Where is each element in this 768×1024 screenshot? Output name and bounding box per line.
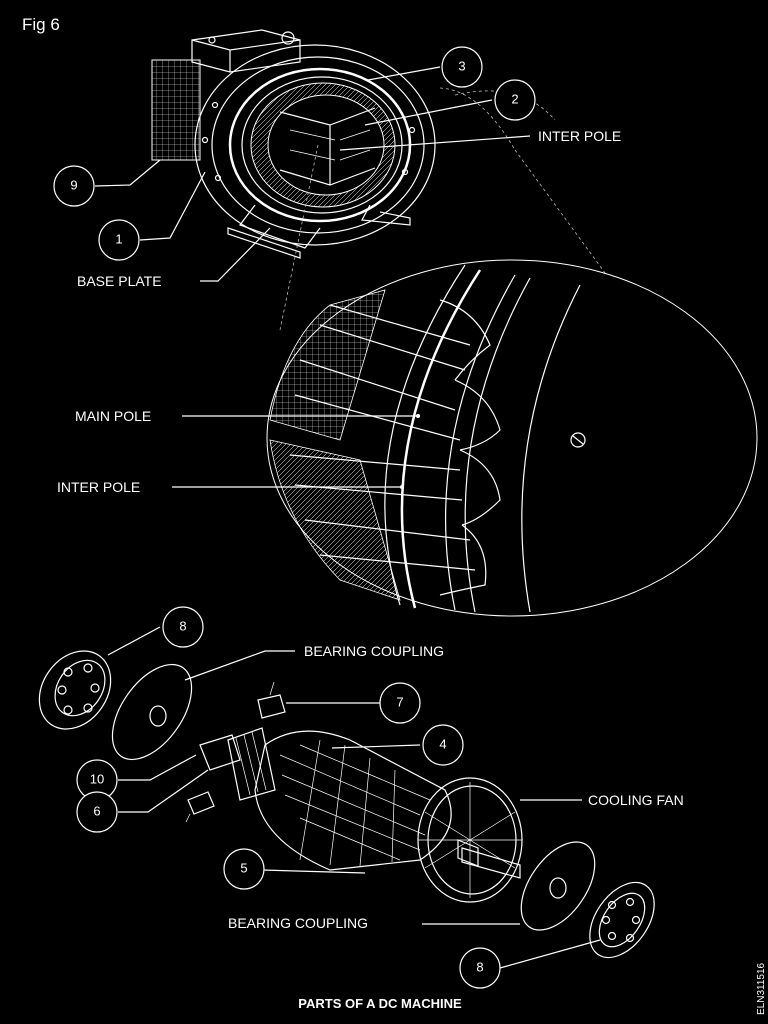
- callout-3: 3: [458, 58, 465, 73]
- yoke-assembly: [151, 29, 436, 259]
- label-main-pole: MAIN POLE: [75, 408, 151, 424]
- callout-10: 10: [90, 771, 104, 786]
- drawing-code: ELN311516: [756, 962, 767, 1015]
- label-base-plate: BASE PLATE: [77, 273, 162, 289]
- callout-8-bottom: 8: [476, 959, 483, 974]
- armature-assembly: [38, 650, 655, 959]
- callout-9: 9: [70, 177, 77, 192]
- callout-4: 4: [439, 736, 446, 751]
- label-inter-pole-top: INTER POLE: [538, 128, 621, 144]
- figure-label: Fig 6: [22, 15, 60, 34]
- text-labels: Fig 6 INTER POLE BASE PLATE MAIN POLE IN…: [22, 15, 767, 1015]
- callout-2: 2: [511, 91, 518, 106]
- label-bearing-coupling-bottom: BEARING COUPLING: [228, 915, 368, 931]
- callout-7: 7: [396, 694, 403, 709]
- callout-8-top: 8: [179, 618, 186, 633]
- diagram-title: PARTS OF A DC MACHINE: [298, 996, 462, 1011]
- magnified-pole-detail: [266, 259, 758, 617]
- label-cooling-fan: COOLING FAN: [588, 792, 684, 808]
- leader-lines: [94, 66, 601, 969]
- callout-6: 6: [93, 803, 100, 818]
- label-inter-pole-detail: INTER POLE: [57, 479, 140, 495]
- callout-5: 5: [240, 860, 247, 875]
- label-bearing-coupling-top: BEARING COUPLING: [304, 643, 444, 659]
- callout-1: 1: [115, 231, 122, 246]
- callout-bubbles: 3 2 9 1 8 7 4 10 6 5 8: [53, 46, 536, 989]
